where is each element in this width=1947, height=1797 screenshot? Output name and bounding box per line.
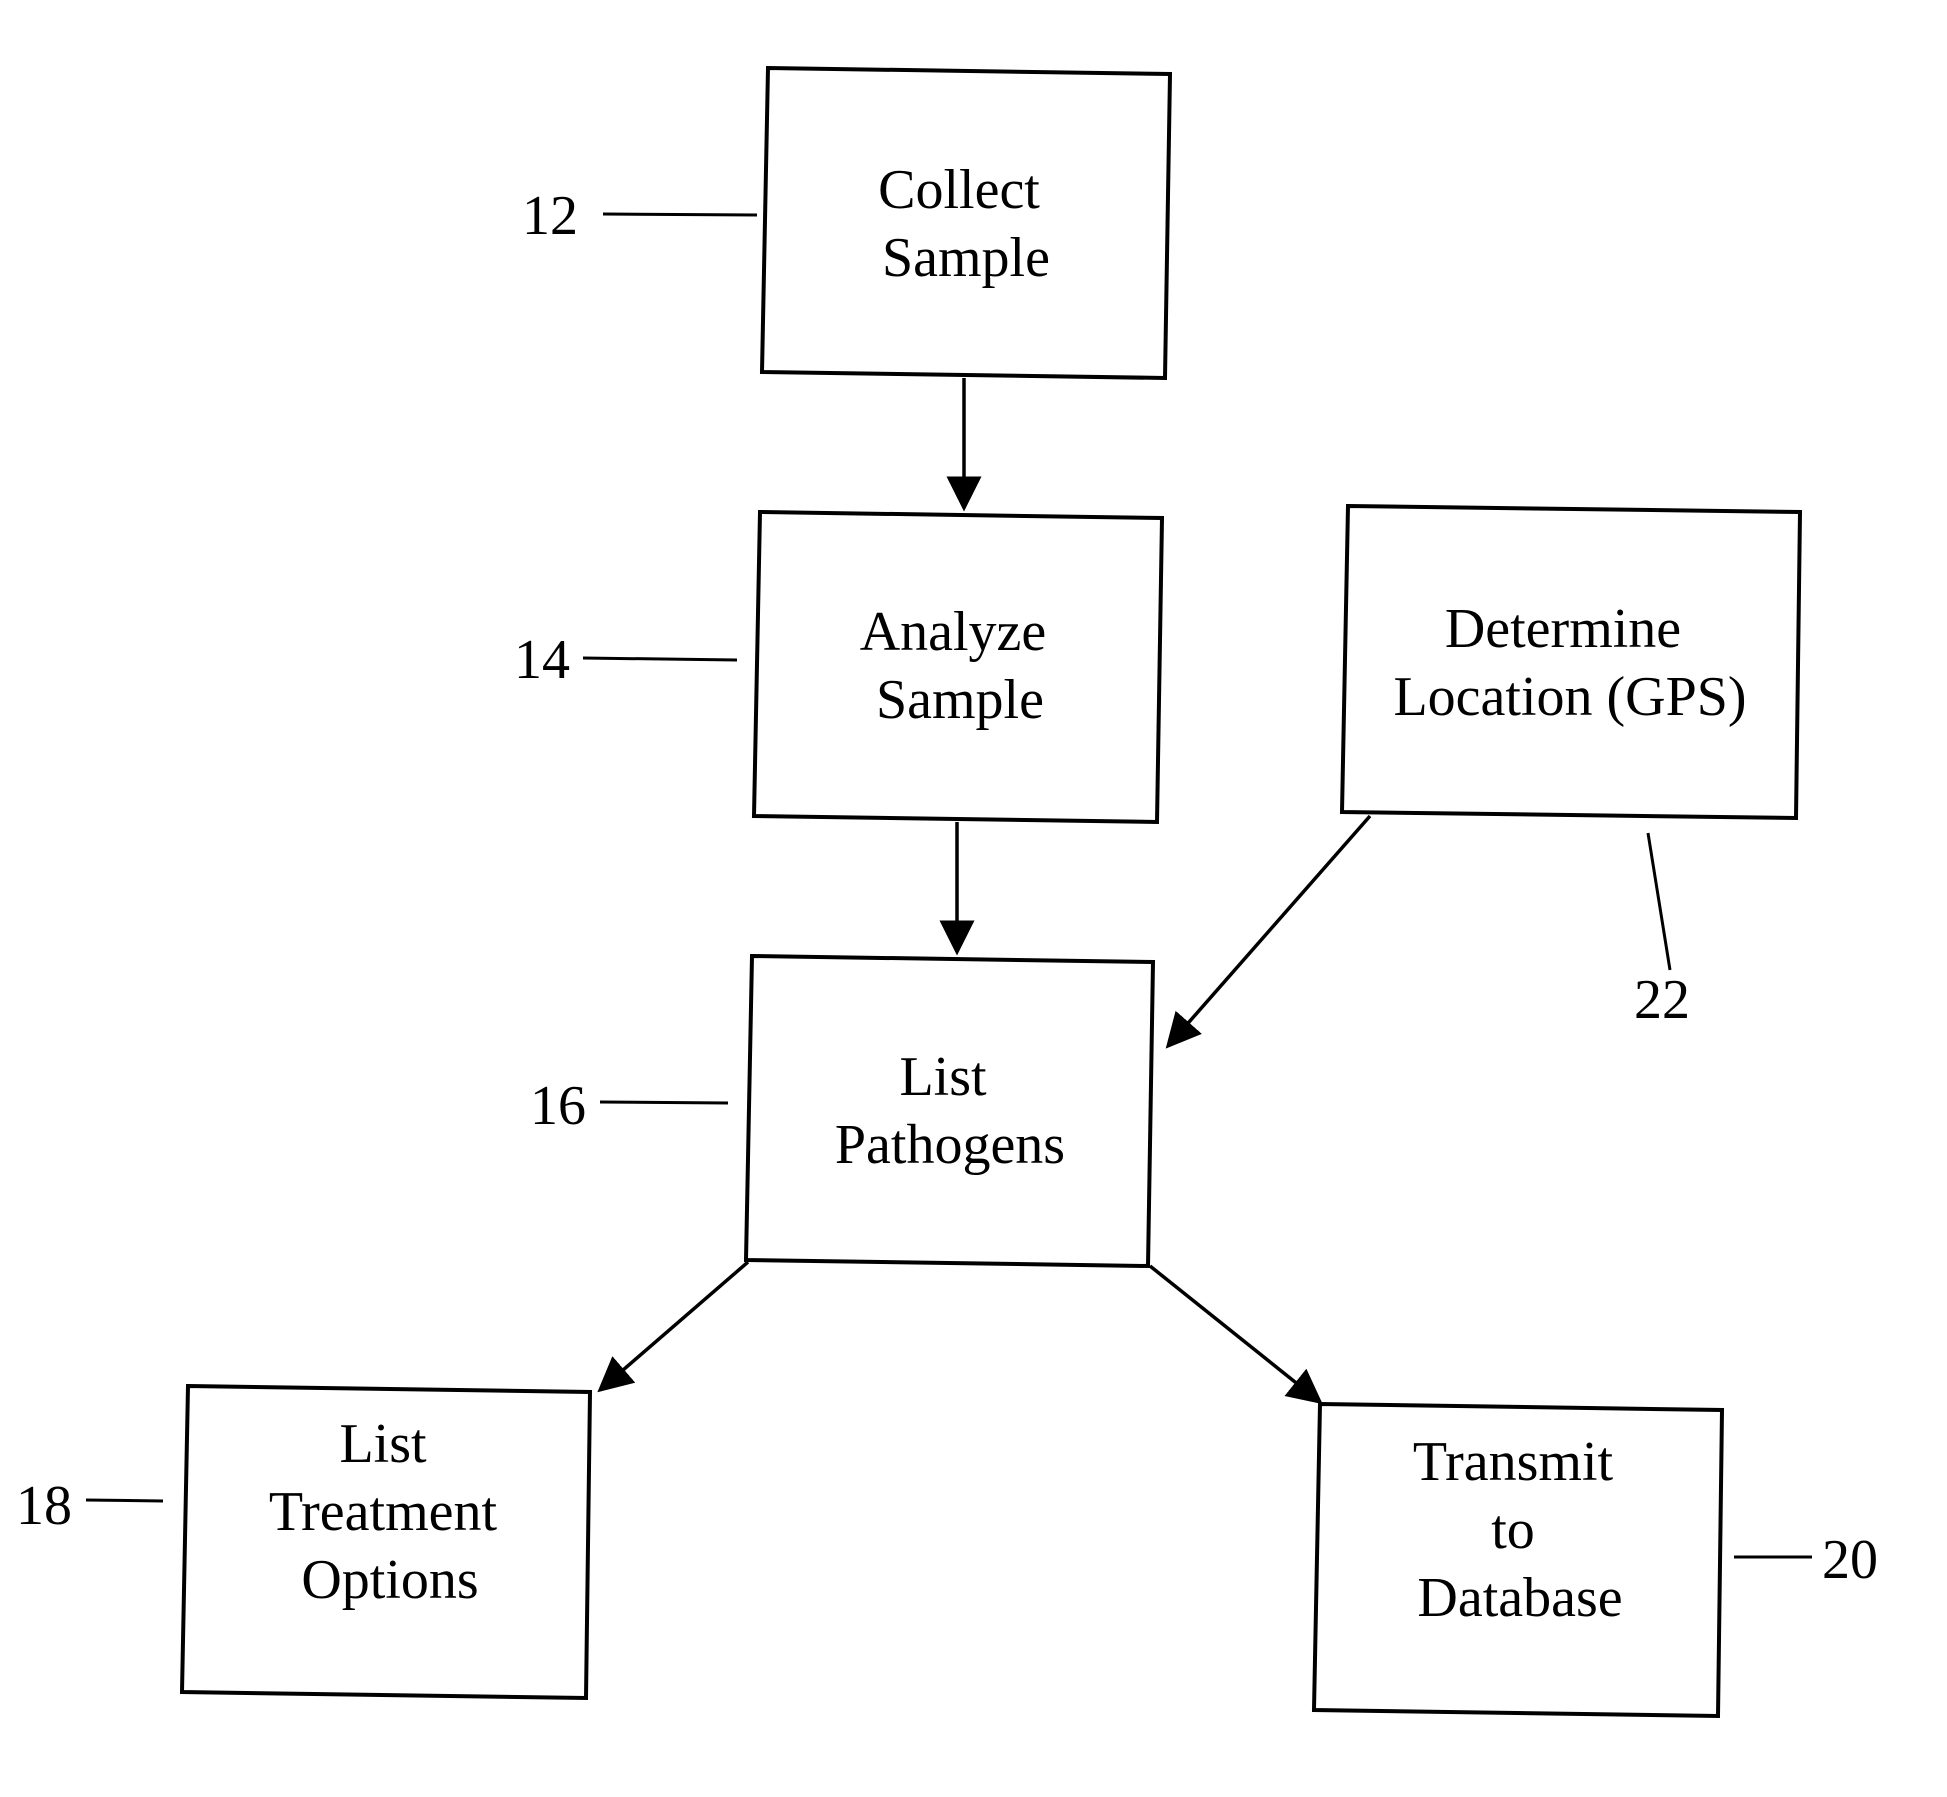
leader-line-14 (583, 658, 737, 660)
step-list-pathogens-label: List Pathogens (835, 1046, 1065, 1176)
reference-18: 18 (16, 1475, 163, 1537)
step-collect-sample-box (762, 68, 1170, 378)
step-list-pathogens-box (746, 956, 1153, 1266)
reference-numeral-20: 20 (1822, 1529, 1878, 1591)
step-list-treatment-options-label: List Treatment Options (269, 1413, 511, 1611)
step-analyze-sample-label: Analyze Sample (860, 601, 1061, 731)
reference-numeral-12: 12 (522, 185, 578, 247)
reference-22: 22 (1634, 833, 1690, 1031)
arrow-pathogens-to-treatment (600, 1262, 748, 1390)
reference-numeral-18: 18 (16, 1475, 72, 1537)
step-analyze-sample-line-1: Analyze (860, 601, 1047, 663)
step-analyze-sample-line-2: Sample (876, 669, 1044, 731)
arrow-location-to-pathogens (1168, 816, 1370, 1046)
step-list-treatment-options-line-2: Treatment (269, 1481, 498, 1543)
step-determine-location-line-1: Determine (1445, 598, 1681, 660)
step-transmit-to-database-line-2: to (1491, 1499, 1535, 1561)
step-determine-location-box (1342, 506, 1800, 818)
step-list-treatment-options-line-1: List (339, 1413, 427, 1475)
step-determine-location-label: Determine Location (GPS) (1393, 598, 1746, 728)
step-transmit-to-database-label: Transmit to Database (1413, 1431, 1627, 1629)
step-list-pathogens-line-2: Pathogens (835, 1114, 1065, 1176)
step-analyze-sample: Analyze Sample (754, 512, 1162, 822)
step-transmit-to-database-line-1: Transmit (1413, 1431, 1614, 1493)
step-list-treatment-options: List Treatment Options (182, 1386, 590, 1698)
reference-12: 12 (522, 185, 757, 247)
step-list-pathogens-line-1: List (899, 1046, 987, 1108)
step-collect-sample-line-1: Collect (878, 159, 1040, 221)
step-analyze-sample-box (754, 512, 1162, 822)
step-transmit-to-database-line-3: Database (1417, 1567, 1622, 1629)
step-list-pathogens: List Pathogens (746, 956, 1153, 1266)
step-list-treatment-options-line-3: Options (301, 1549, 478, 1611)
reference-numeral-14: 14 (514, 629, 570, 691)
reference-16: 16 (530, 1075, 728, 1137)
reference-numeral-22: 22 (1634, 969, 1690, 1031)
step-collect-sample: Collect Sample (762, 68, 1170, 378)
leader-line-16 (600, 1102, 728, 1103)
step-collect-sample-line-2: Sample (882, 227, 1050, 289)
step-determine-location: Determine Location (GPS) (1342, 506, 1800, 818)
reference-20: 20 (1734, 1529, 1878, 1591)
leader-line-22 (1648, 833, 1670, 970)
step-determine-location-line-2: Location (GPS) (1393, 666, 1746, 728)
step-collect-sample-label: Collect Sample (878, 159, 1054, 289)
arrow-pathogens-to-transmit (1150, 1266, 1320, 1402)
leader-line-18 (86, 1500, 163, 1501)
leader-line-12 (603, 214, 757, 215)
step-transmit-to-database: Transmit to Database (1314, 1404, 1722, 1716)
reference-numeral-16: 16 (530, 1075, 586, 1137)
reference-14: 14 (514, 629, 737, 691)
